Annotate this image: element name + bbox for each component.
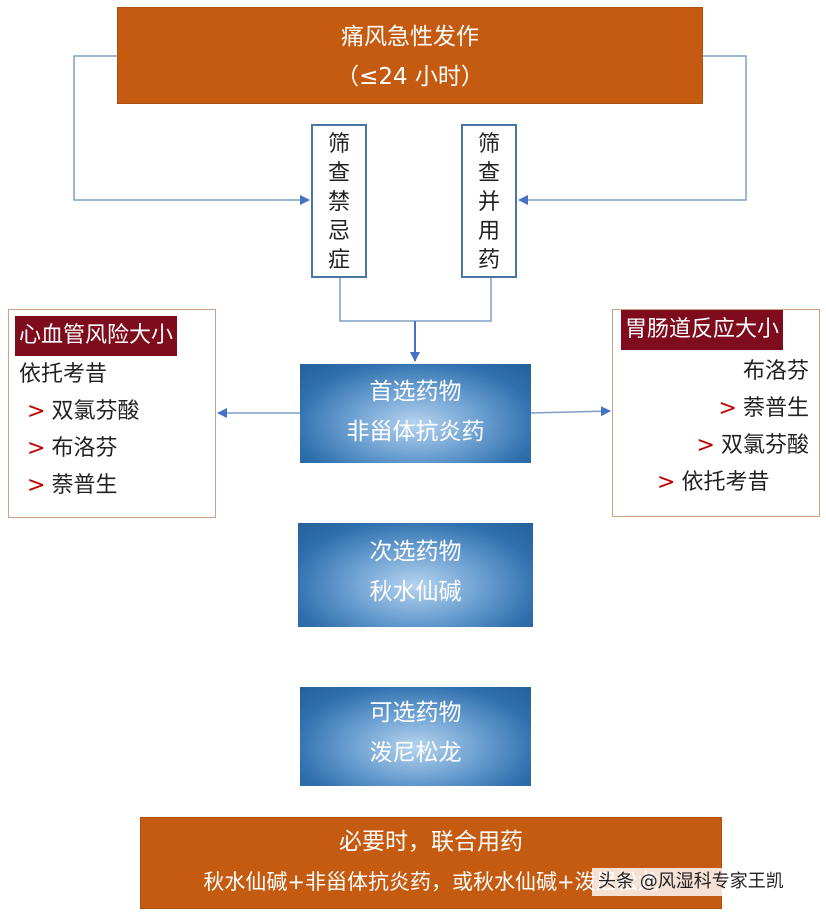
list-item: >萘普生: [621, 390, 809, 427]
combination-detail: 秋水仙碱+非甾体抗炎药，或秋水仙碱+泼尼松龙: [203, 870, 659, 894]
cv-risk-box: 心血管风险大小 依托考昔 >双氯芬酸 >布洛芬 >萘普生: [8, 309, 216, 518]
screen-drugs-char: 筛: [477, 132, 500, 157]
order-marker: >: [696, 433, 715, 458]
second-choice-title: 次选药物: [369, 539, 462, 565]
list-item: >布洛芬: [15, 430, 215, 467]
order-marker: >: [657, 470, 676, 495]
gi-risk-first: 布洛芬: [742, 359, 809, 384]
acute-gout-attack-box: 痛风急性发作 （≤24 小时）: [117, 7, 703, 104]
list-item-label: 萘普生: [51, 473, 118, 498]
combination-title: 必要时，联合用药: [339, 829, 523, 855]
cv-risk-title: 心血管风险大小: [15, 316, 178, 356]
list-item: >双氯芬酸: [621, 427, 809, 464]
connector-screen-merge: [339, 278, 492, 362]
screen-contra-char: 忌: [327, 219, 350, 244]
gi-risk-title: 胃肠道反应大小: [621, 310, 784, 350]
second-choice-drug: 秋水仙碱: [369, 579, 462, 605]
gi-risk-box: 胃肠道反应大小 布洛芬 >萘普生 >双氯芬酸 >依托考昔: [612, 309, 820, 517]
first-choice-box: 首选药物 非甾体抗炎药: [300, 364, 531, 463]
screen-concomitant-drugs-box: 筛 查 并 用 药: [461, 124, 517, 278]
screen-contra-char: 禁: [327, 190, 350, 215]
cv-risk-first: 依托考昔: [19, 362, 108, 387]
second-choice-box: 次选药物 秋水仙碱: [298, 523, 533, 627]
list-item-label: 依托考昔: [681, 470, 770, 495]
order-marker: >: [718, 396, 737, 421]
order-marker: >: [27, 473, 46, 498]
optional-choice-box: 可选药物 泼尼松龙: [300, 687, 531, 786]
list-item: >依托考昔: [621, 464, 809, 501]
watermark: 头条 @风湿科专家王凯: [592, 868, 790, 896]
screen-drugs-char: 用: [477, 219, 500, 244]
order-marker: >: [27, 399, 46, 424]
connector-left-loop: [73, 55, 310, 205]
connector-right-loop: [518, 55, 747, 205]
screen-drugs-char: 并: [477, 190, 500, 215]
list-item-label: 萘普生: [742, 396, 809, 421]
list-item-label: 双氯芬酸: [720, 433, 809, 458]
list-item-label: 双氯芬酸: [51, 399, 140, 424]
screen-contra-char: 查: [327, 161, 350, 186]
screen-contraindications-box: 筛 查 禁 忌 症: [311, 124, 367, 278]
screen-contra-char: 筛: [327, 132, 350, 157]
optional-choice-drug: 泼尼松龙: [369, 740, 462, 766]
order-marker: >: [27, 436, 46, 461]
acute-gout-title: 痛风急性发作: [341, 24, 479, 50]
list-item-label: 布洛芬: [51, 436, 118, 461]
watermark-text: 头条 @风湿科专家王凯: [598, 871, 784, 892]
acute-gout-timeframe: （≤24 小时）: [336, 64, 484, 90]
screen-drugs-char: 药: [477, 248, 500, 273]
list-item: >萘普生: [15, 467, 215, 504]
first-choice-title: 首选药物: [369, 379, 462, 405]
list-item: >双氯芬酸: [15, 393, 215, 430]
optional-choice-title: 可选药物: [369, 700, 462, 726]
screen-drugs-char: 查: [477, 161, 500, 186]
first-choice-drug: 非甾体抗炎药: [346, 419, 485, 445]
screen-contra-char: 症: [327, 248, 350, 273]
connector-to-gi-risk: [530, 406, 611, 417]
